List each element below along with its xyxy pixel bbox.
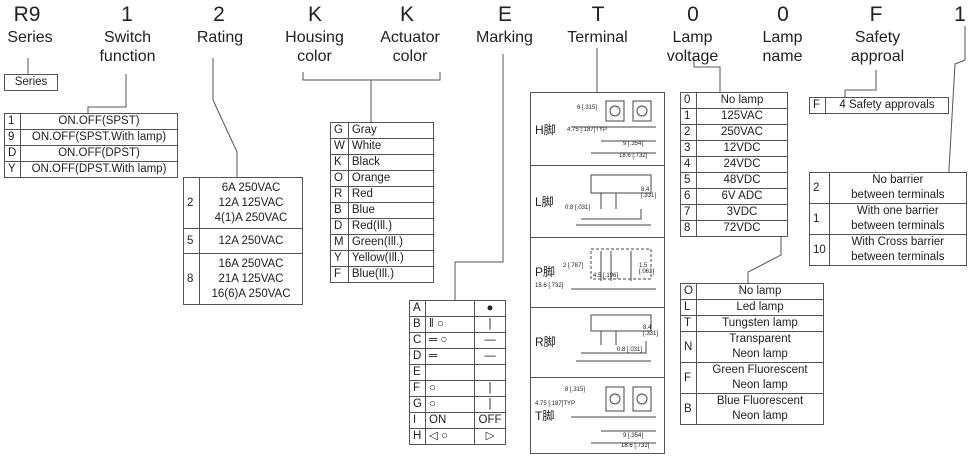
table-row: F○|	[409, 380, 506, 397]
code-marking: E	[497, 3, 512, 26]
header-rating: Rating	[196, 29, 244, 46]
code-lamp-voltage: 0	[687, 3, 699, 26]
header-series: Series	[7, 29, 53, 46]
header-marking: Marking	[476, 29, 533, 46]
table-row: E	[409, 364, 506, 381]
code-safety-approval: F	[869, 3, 883, 26]
series-table: Series	[4, 74, 58, 91]
code-actuator-color: K	[399, 3, 414, 26]
code-terminal: T	[591, 3, 605, 26]
table-row: G○|	[409, 396, 506, 413]
code-barrier: 1	[954, 3, 966, 26]
code-series: R9	[13, 3, 41, 26]
terminal-t-drawing	[571, 386, 656, 444]
code-housing-color: K	[307, 3, 322, 26]
table-row: R脚 8.4 [.331] 0.8 [.031]	[531, 307, 664, 378]
table-row: T脚 8 [.315] 4.75 [.187]TYP 9 [.354] 18.6…	[531, 377, 664, 453]
series-box: Series	[4, 74, 58, 91]
terminal-l-drawing	[576, 174, 652, 226]
code-lamp-name: 0	[777, 3, 789, 26]
table-row: P脚 2 [.787] 4.5 [.196] 1.5 [.061] 18.6 […	[531, 237, 664, 308]
table-row: L脚 8.4 [.331] 0.8 [.031]	[531, 165, 664, 238]
table-row: D═—	[409, 348, 506, 365]
table-row: C═ ○—	[409, 332, 506, 349]
terminal-p-drawing	[571, 248, 656, 290]
table-row: H脚 6 [.315] 4.75 [.187]TYP 9 [.354] 18.6…	[531, 93, 664, 166]
table-row: 5 12A 250VAC	[183, 228, 303, 254]
table-row: H◁ ○▷	[409, 428, 506, 445]
table-row: B‖ ○|	[409, 316, 506, 333]
code-rating: 2	[213, 3, 225, 26]
terminal-h-drawing	[571, 100, 656, 154]
table-row: A●	[409, 300, 506, 317]
header-terminal: Terminal	[567, 29, 628, 46]
terminal-r-drawing	[576, 314, 652, 362]
terminal-table: H脚 6 [.315] 4.75 [.187]TYP 9 [.354] 18.6…	[530, 92, 665, 454]
code-switch-function: 1	[121, 3, 133, 26]
